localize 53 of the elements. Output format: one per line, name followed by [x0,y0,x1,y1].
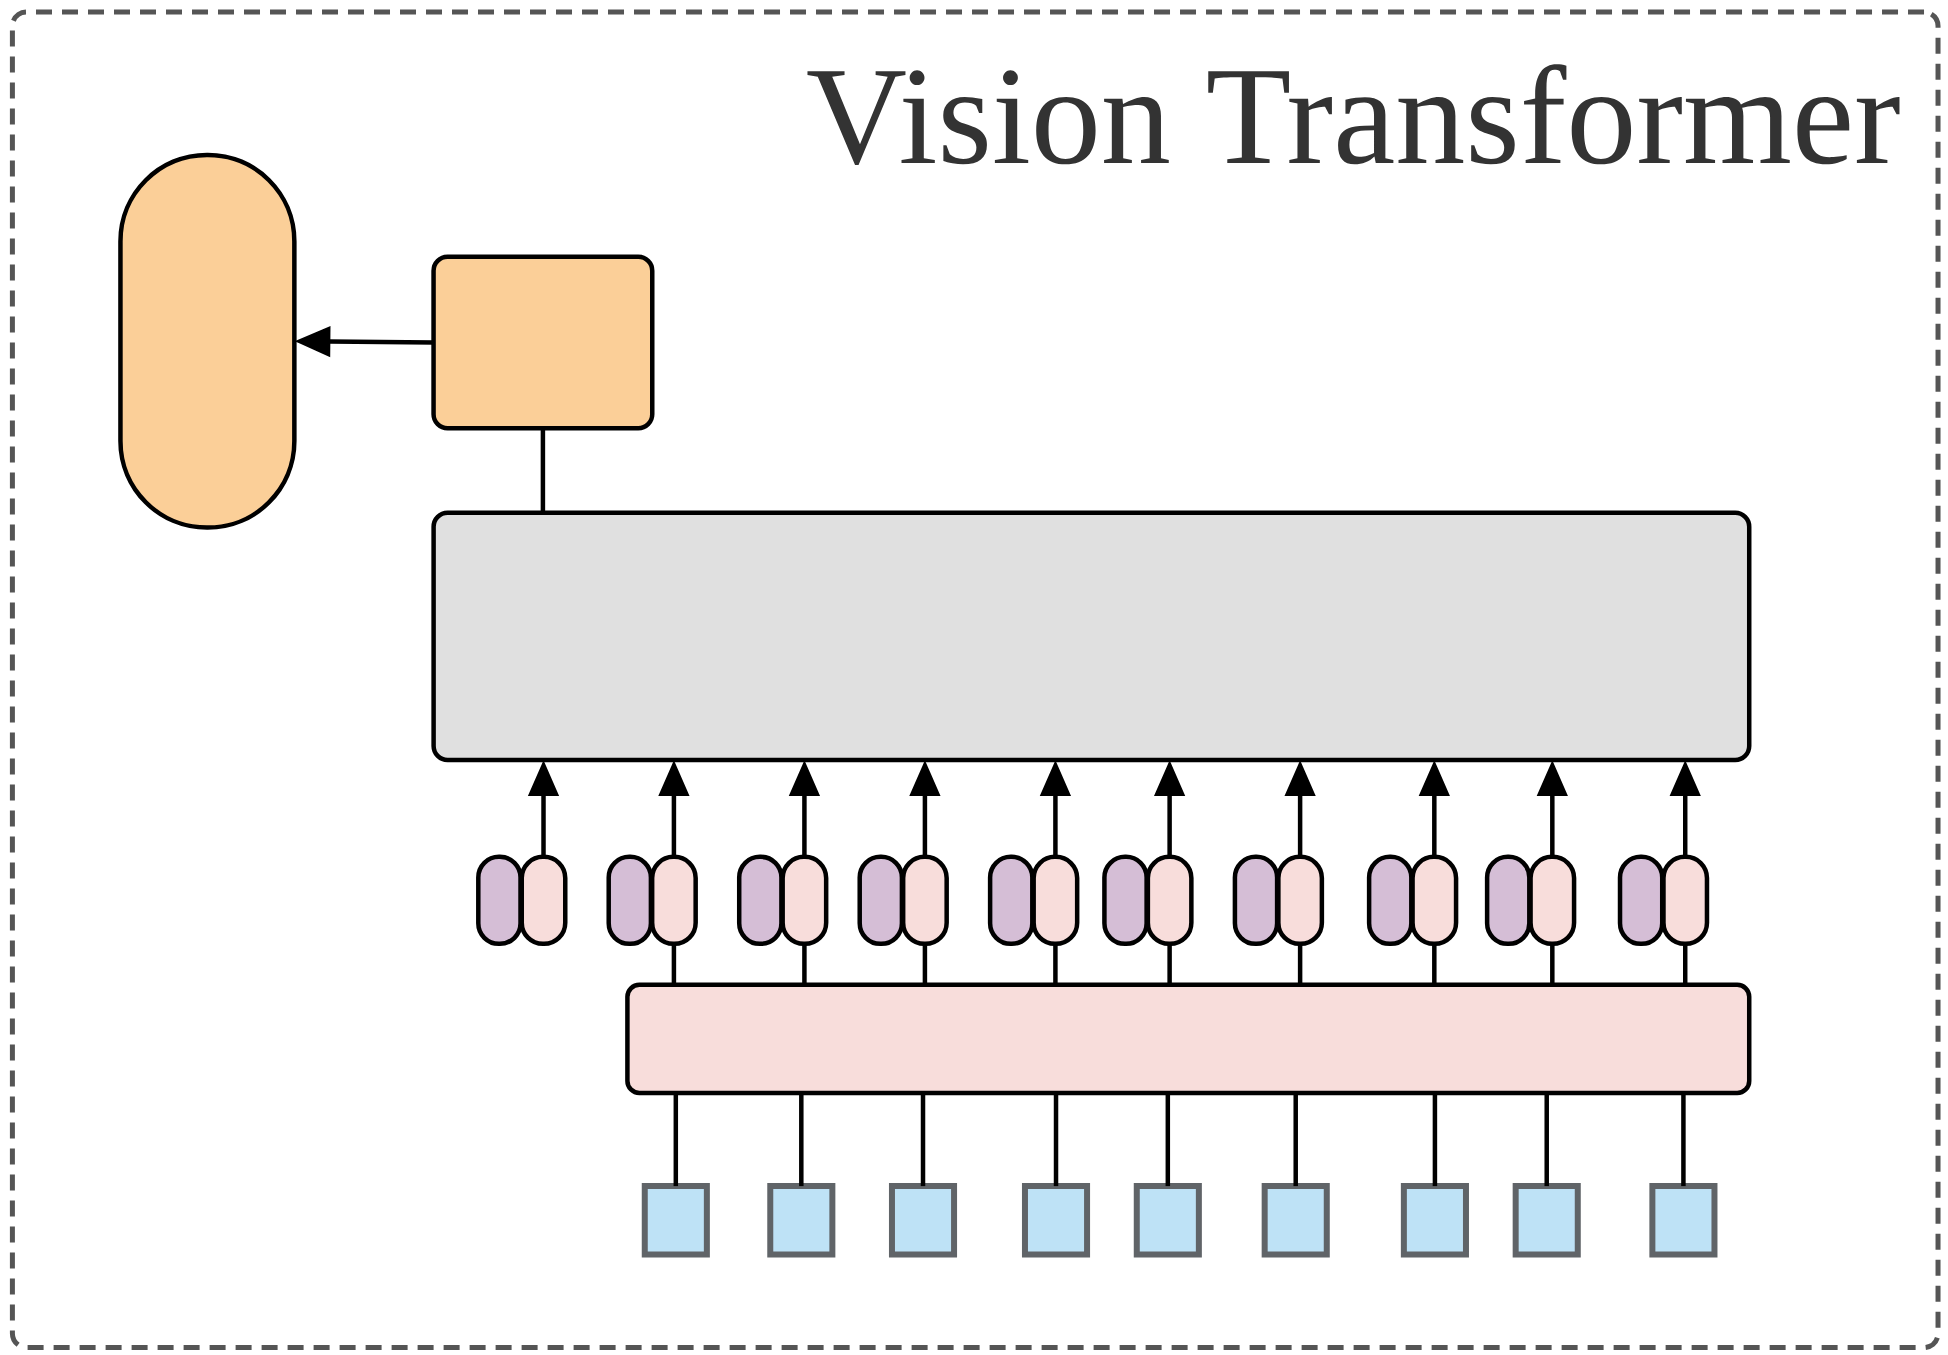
patch-square [1400,1183,1469,1258]
token-capsule [1102,854,1149,947]
token-capsule [1232,854,1280,947]
connector-line [540,428,546,513]
connector-line [1053,943,1058,985]
patch-square [767,1183,836,1258]
connector-line [920,1092,926,1187]
token-capsule [606,854,654,947]
patch-square [1512,1183,1581,1258]
token-capsule [1145,854,1194,947]
connector-line [802,943,807,985]
token-capsule [780,854,829,947]
connector-line [799,1092,804,1187]
patch-square [1021,1183,1091,1258]
token-capsule [987,854,1035,947]
embedding-bar [625,982,1752,1096]
connector-line [1167,943,1172,985]
connector-line [922,943,928,985]
patch-square [1261,1183,1330,1258]
token-capsule [519,854,568,947]
connector-line [1053,1092,1059,1187]
token-capsule [1528,854,1577,947]
patch-square [1649,1183,1718,1258]
patch-square [888,1183,958,1258]
connector-line [1682,943,1688,985]
connector-line [671,943,677,985]
token-capsule [118,152,297,530]
connector-line [1297,943,1303,985]
title: Vision Transformer [807,64,1900,166]
patch-square [641,1183,710,1258]
connector-line [1432,943,1437,985]
token-capsule [1276,854,1325,947]
token-capsule [1366,854,1414,947]
patch-square [1133,1183,1202,1258]
connector-line [1165,1092,1171,1187]
connector-line [1544,1092,1549,1187]
token-capsule [1410,854,1459,947]
token-capsule [476,854,523,947]
token-capsule [900,854,949,947]
token-capsule [1031,854,1080,947]
token-capsule [1484,854,1532,947]
connector-line [673,1092,679,1187]
connector-line [1550,943,1555,985]
token-capsule [736,854,784,947]
connector-line [1681,1092,1686,1187]
block-box [431,510,1752,763]
connector-line [1293,1092,1298,1187]
connector-line [1432,1092,1438,1187]
token-capsule [857,854,905,947]
token-capsule [1617,854,1665,947]
token-capsule [649,854,698,947]
block-box [431,254,655,431]
token-capsule [1661,854,1710,947]
